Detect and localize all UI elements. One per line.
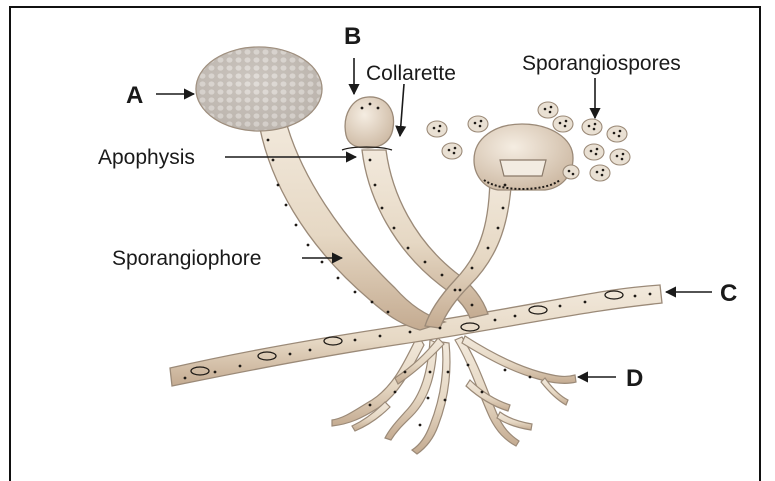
- young-sporangium-b: [342, 97, 394, 150]
- label-a: A: [126, 82, 143, 109]
- rhizoids: [332, 335, 576, 454]
- label-collarette: Collarette: [366, 62, 456, 85]
- dehisced-sporangium: [474, 124, 573, 190]
- sporangium-a: [196, 47, 322, 131]
- label-d: D: [626, 365, 643, 392]
- label-b: B: [344, 23, 361, 50]
- label-sporangiospores: Sporangiospores: [522, 52, 681, 75]
- label-sporangiophore: Sporangiophore: [112, 247, 261, 270]
- arrow-collarette: [400, 84, 404, 136]
- label-c: C: [720, 280, 737, 307]
- label-apophysis: Apophysis: [98, 146, 195, 169]
